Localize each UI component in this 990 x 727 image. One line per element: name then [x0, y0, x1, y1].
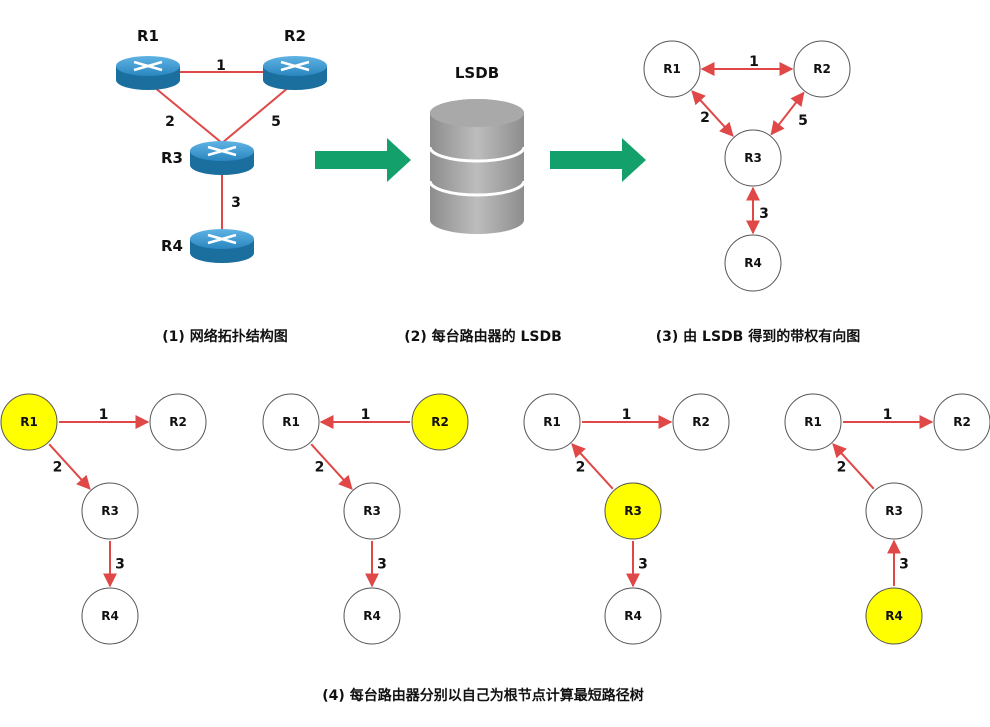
node-label: R2 — [169, 415, 187, 429]
edge-weight: 2 — [837, 460, 847, 476]
router-icon — [190, 141, 254, 175]
graph-node: R1 — [523, 393, 581, 451]
node-label: R4 — [744, 256, 762, 270]
router-label: R2 — [284, 27, 306, 45]
graph-edge — [770, 91, 805, 136]
caption-directed-graph: (3) 由 LSDB 得到的带权有向图 — [656, 328, 860, 345]
graph-node: R1 — [784, 393, 842, 451]
graph-node: R1 — [643, 40, 701, 98]
edge-weight: 2 — [700, 110, 710, 126]
link-weight: 1 — [216, 58, 226, 74]
tree-edge — [571, 443, 614, 490]
node-label: R4 — [363, 609, 381, 623]
graph-node: R3 — [724, 129, 782, 187]
link-weight: 3 — [231, 195, 241, 211]
graph-node: R2 — [933, 393, 990, 451]
graph-node: R1 — [262, 393, 320, 451]
edge-weight: 3 — [115, 557, 125, 573]
link-weight: 2 — [165, 114, 175, 130]
edge-weight: 1 — [361, 407, 371, 423]
graph-node: R4 — [724, 234, 782, 292]
right-arrow-icon — [315, 138, 411, 182]
graph-edge — [691, 90, 734, 137]
edge-weight: 1 — [622, 407, 632, 423]
caption-topology: (1) 网络拓扑结构图 — [162, 328, 287, 345]
edge-weight: 3 — [759, 206, 769, 222]
edge-weight: 2 — [53, 460, 63, 476]
node-label: R3 — [744, 151, 762, 165]
node-label: R2 — [953, 415, 971, 429]
edge-weight: 1 — [749, 54, 759, 70]
right-arrow-icon — [550, 138, 646, 182]
graph-node: R4 — [865, 587, 923, 645]
router-icon — [263, 56, 327, 90]
edge-weight: 3 — [377, 557, 387, 573]
node-label: R3 — [363, 504, 381, 518]
tree-edge — [832, 443, 875, 490]
edge-weight: 5 — [798, 113, 808, 129]
node-label: R2 — [431, 415, 449, 429]
graph-node: R2 — [149, 393, 207, 451]
graph-node: R1 — [0, 393, 58, 451]
link-r1-r3 — [147, 81, 223, 144]
caption-lsdb: (2) 每台路由器的 LSDB — [404, 328, 562, 345]
node-label: R4 — [885, 609, 903, 623]
lsdb-label: LSDB — [455, 64, 499, 82]
graph-node: R3 — [604, 482, 662, 540]
router-label: R3 — [161, 149, 183, 167]
caption-spf-trees: (4) 每台路由器分别以自己为根节点计算最短路径树 — [322, 687, 643, 704]
edge-weight: 1 — [99, 407, 109, 423]
node-label: R4 — [101, 609, 119, 623]
link-r2-r3 — [221, 81, 296, 144]
edge-weight: 2 — [576, 460, 586, 476]
edge-weight: 3 — [638, 557, 648, 573]
graph-node: R4 — [604, 587, 662, 645]
edge-weight: 1 — [883, 407, 893, 423]
node-label: R4 — [624, 609, 642, 623]
router-icon — [116, 56, 180, 90]
node-label: R3 — [101, 504, 119, 518]
tree-edge — [48, 443, 91, 490]
router-label: R1 — [137, 27, 159, 45]
node-label: R1 — [804, 415, 822, 429]
graph-node: R3 — [343, 482, 401, 540]
graph-node: R4 — [81, 587, 139, 645]
database-icon — [428, 99, 526, 234]
edge-weight: 2 — [315, 460, 325, 476]
node-label: R1 — [543, 415, 561, 429]
graph-node: R2 — [793, 40, 851, 98]
node-label: R1 — [20, 415, 38, 429]
node-label: R2 — [692, 415, 710, 429]
graph-node: R3 — [81, 482, 139, 540]
graph-node: R3 — [865, 482, 923, 540]
node-label: R1 — [282, 415, 300, 429]
node-label: R3 — [885, 504, 903, 518]
node-label: R2 — [813, 62, 831, 76]
graph-node: R2 — [672, 393, 730, 451]
node-label: R3 — [624, 504, 642, 518]
edge-weight: 3 — [899, 557, 909, 573]
graph-node: R4 — [343, 587, 401, 645]
tree-edge — [310, 443, 353, 490]
router-label: R4 — [161, 237, 183, 255]
graph-node: R2 — [411, 393, 469, 451]
link-weight: 5 — [271, 114, 281, 130]
node-label: R1 — [663, 62, 681, 76]
router-icon — [190, 229, 254, 263]
